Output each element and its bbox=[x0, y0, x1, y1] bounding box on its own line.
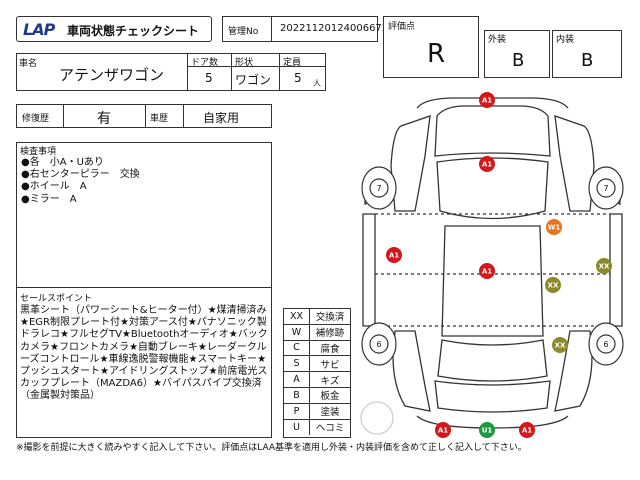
legend-desc: ヘコミ bbox=[315, 423, 345, 435]
score-box: 評価点 R bbox=[383, 16, 479, 78]
score-value: R bbox=[426, 39, 446, 69]
tire-depth: 6 bbox=[376, 340, 381, 349]
damage-marker bbox=[545, 277, 561, 293]
legend-row: P 塗装 bbox=[284, 403, 350, 420]
damage-code: A1 bbox=[522, 427, 532, 435]
shape-value: ワゴン bbox=[235, 73, 272, 87]
damage-marker bbox=[435, 422, 451, 438]
damage-marker bbox=[552, 337, 568, 353]
sales-points-label: セールスポイント bbox=[20, 294, 93, 304]
damage-marker bbox=[479, 263, 495, 279]
spare-tire-icon bbox=[360, 401, 394, 435]
car-name: アテンザワゴン bbox=[59, 66, 165, 84]
damage-code: A1 bbox=[389, 252, 399, 260]
legend-row: C 腐食 bbox=[284, 340, 350, 357]
inspection-list: ●各 小A・Uあり ●右センターピラー 交換 ●ホイール A ●ミラー A bbox=[21, 157, 140, 206]
damage-code: A1 bbox=[482, 97, 492, 105]
inspection-notes-box: 検査事項 ●各 小A・Uあり ●右センターピラー 交換 ●ホイール A ●ミラー… bbox=[16, 142, 272, 288]
sales-points-box: セールスポイント 黒革シート（パワーシート&ヒーター付）★煤清掃済み★EGR制限… bbox=[16, 288, 272, 438]
damage-code: XX bbox=[548, 282, 559, 290]
sales-points-text: 黒革シート（パワーシート&ヒーター付）★煤清掃済み★EGR制限プレート付★対策ア… bbox=[20, 305, 268, 402]
legend-code: U bbox=[284, 419, 310, 436]
legend-desc: キズ bbox=[320, 375, 340, 387]
sheet-title: 車両状態チェックシート bbox=[67, 24, 200, 38]
score-label: 評価点 bbox=[388, 22, 416, 32]
legend-row: U ヘコミ bbox=[284, 419, 350, 436]
damage-code: U1 bbox=[482, 427, 493, 435]
damage-marker bbox=[519, 422, 535, 438]
damage-code: XX bbox=[599, 263, 610, 271]
legend-row: W 補修跡 bbox=[284, 324, 350, 341]
legend-desc: 交換済 bbox=[315, 312, 345, 324]
doors-value: 5 bbox=[205, 71, 213, 85]
logo-box: LAP 車両状態チェックシート bbox=[16, 16, 212, 42]
damage-marker bbox=[546, 219, 562, 235]
damage-code: A1 bbox=[482, 268, 492, 276]
repair-history-value: 有 bbox=[97, 111, 111, 127]
tire-depth: 7 bbox=[376, 184, 381, 193]
legend-code: A bbox=[284, 372, 310, 387]
damage-marker bbox=[596, 258, 612, 274]
capacity-value: 5 bbox=[294, 71, 302, 85]
exterior-label: 外装 bbox=[488, 35, 507, 45]
shape-label: 形状 bbox=[235, 58, 254, 68]
vehicle-history-value: 自家用 bbox=[203, 111, 240, 125]
vehicle-history-label: 車歴 bbox=[150, 114, 169, 124]
legend-row: S サビ bbox=[284, 356, 350, 373]
repair-history-label: 修復歴 bbox=[22, 114, 50, 124]
interior-box: 内装 B bbox=[552, 30, 622, 78]
inspection-item: ●ミラー A bbox=[21, 193, 77, 205]
management-box: 管理No 20221120124006673 bbox=[222, 16, 388, 42]
inspection-item: ●右センターピラー 交換 bbox=[21, 169, 140, 181]
interior-grade: B bbox=[581, 50, 594, 71]
damage-marker bbox=[386, 247, 402, 263]
damage-code: W1 bbox=[548, 224, 561, 232]
doors-label: ドア数 bbox=[191, 58, 219, 68]
capacity-label: 定員 bbox=[283, 58, 302, 68]
interior-label: 内装 bbox=[556, 35, 575, 45]
legend-code: W bbox=[284, 324, 310, 340]
damage-code: XX bbox=[555, 342, 566, 350]
legend-row: B 板金 bbox=[284, 388, 350, 404]
vehicle-row: 車名 アテンザワゴン ドア数 5 形状 ワゴン 定員 5 人 bbox=[16, 53, 326, 91]
tire-depth: 6 bbox=[603, 340, 608, 349]
damage-code: A1 bbox=[482, 161, 492, 169]
legend-desc: 塗装 bbox=[320, 407, 340, 419]
car-name-label: 車名 bbox=[19, 59, 38, 69]
legend-code: B bbox=[284, 388, 310, 403]
exterior-box: 外装 B bbox=[484, 30, 550, 78]
legend-table: XX 交換済 W 補修跡 C 腐食 S サビ A キズ B 板金 P 塗装 U ヘコミ bbox=[283, 308, 351, 438]
car-diagram: 7 7 6 6 A1 A1 W1 XX A1 A1 XX XX A1 U1 A1 bbox=[360, 92, 624, 438]
legend-desc: サビ bbox=[320, 359, 340, 371]
laa-logo: LAP bbox=[23, 20, 55, 39]
damage-marker bbox=[479, 156, 495, 172]
footer-note: ※撮影を前提に大きく読みやすく記入して下さい。評価点はLAA基準を適用し外装・内… bbox=[16, 443, 527, 453]
capacity-unit: 人 bbox=[313, 79, 321, 88]
legend-desc: 腐食 bbox=[320, 343, 340, 355]
tire-depth: 7 bbox=[603, 184, 608, 193]
legend-code: P bbox=[284, 403, 310, 419]
legend-desc: 補修跡 bbox=[315, 328, 345, 340]
legend-row: XX 交換済 bbox=[284, 309, 350, 325]
exterior-grade: B bbox=[512, 50, 525, 71]
legend-desc: 板金 bbox=[320, 391, 340, 403]
legend-code: C bbox=[284, 340, 310, 356]
damage-code: A1 bbox=[438, 427, 448, 435]
management-label: 管理No bbox=[228, 27, 259, 37]
damage-marker bbox=[479, 422, 495, 438]
history-row: 修復歴 有 車歴 自家用 bbox=[16, 104, 272, 128]
inspection-item: ●ホイール A bbox=[21, 181, 87, 193]
inspection-label: 検査事項 bbox=[20, 147, 57, 157]
legend-row: A キズ bbox=[284, 372, 350, 388]
management-number: 20221120124006673 bbox=[280, 23, 389, 34]
legend-code: XX bbox=[284, 309, 310, 324]
damage-marker bbox=[479, 92, 495, 108]
inspection-item: ●各 小A・Uあり bbox=[21, 157, 104, 168]
legend-code: S bbox=[284, 356, 310, 372]
